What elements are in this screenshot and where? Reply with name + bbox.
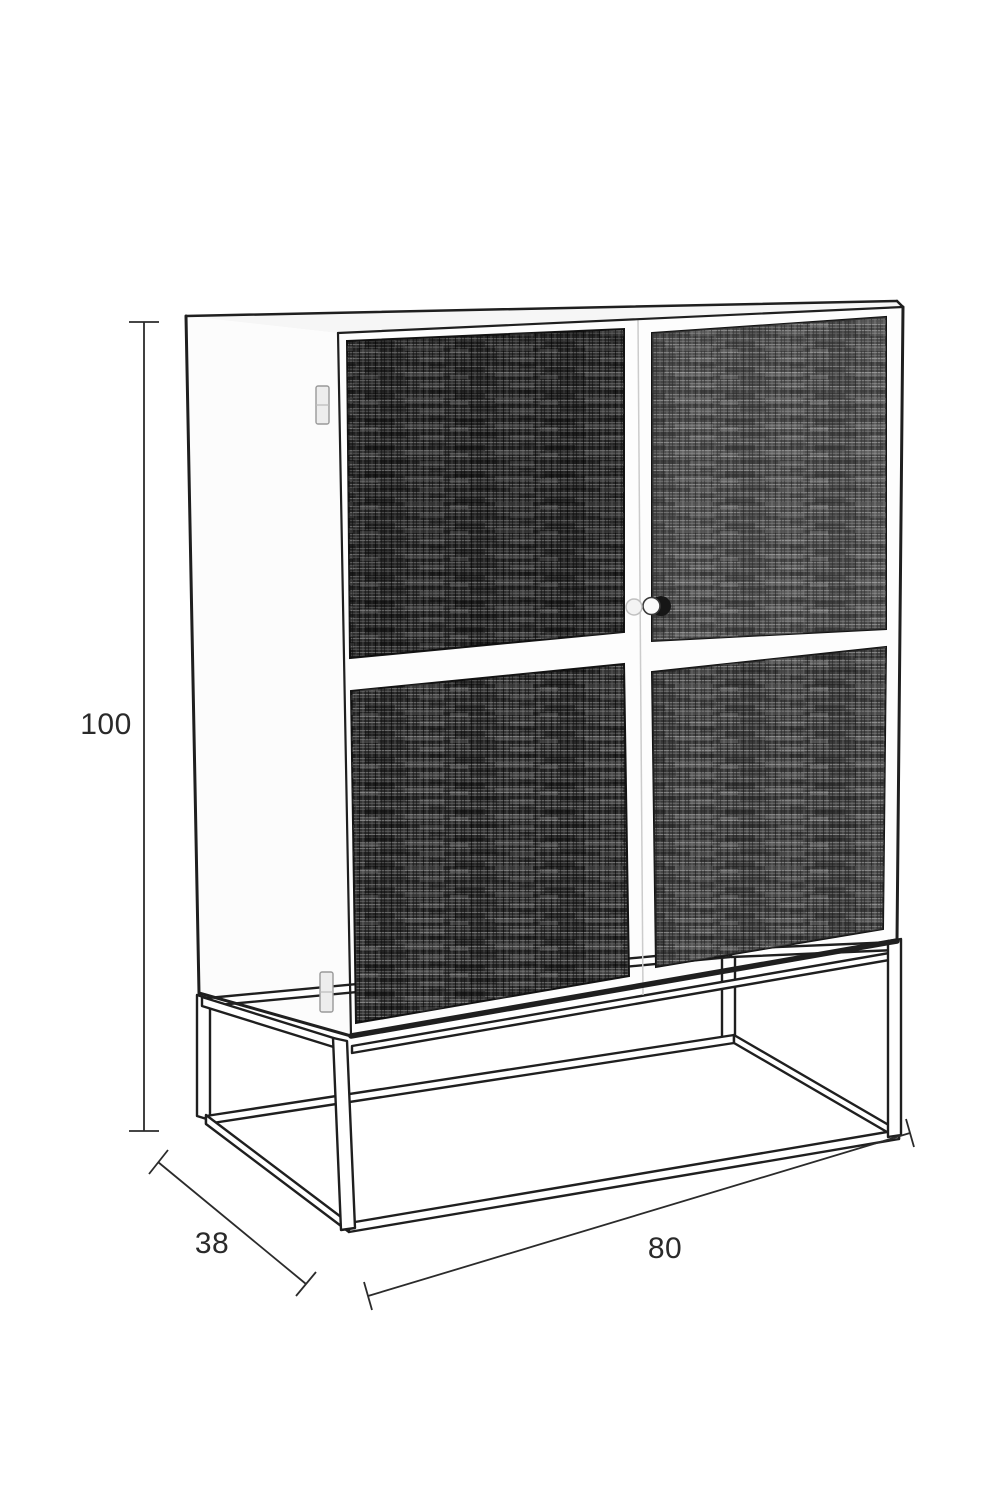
- height-dimension-label: 100: [80, 708, 132, 741]
- edge-bottom-front: [348, 938, 900, 1039]
- base-leg-back-right: [720, 944, 737, 1043]
- width-dimension-label: 80: [648, 1232, 682, 1265]
- cabinet-top-face: [186, 301, 903, 333]
- panel-shade: [652, 647, 886, 967]
- base-leg-front-left: [331, 1036, 357, 1232]
- base-leg-back-left: [195, 993, 212, 1122]
- edge-right: [895, 305, 905, 943]
- width-tick-left: [363, 1281, 373, 1311]
- depth-dimension: 38: [148, 1149, 317, 1297]
- base-rail-bottom-left: [204, 1113, 351, 1234]
- depth-tick-bottom: [295, 1271, 317, 1297]
- door-knob-right: [642, 596, 661, 616]
- cabinet-edges: [184, 299, 905, 1039]
- width-dimension: 80: [363, 1118, 915, 1311]
- edge-top-back: [184, 299, 899, 318]
- edge-bottom-side: [197, 991, 353, 1038]
- width-tick-right: [905, 1118, 915, 1148]
- woven-texture-overlay: [652, 317, 886, 641]
- edge-front-left: [336, 331, 353, 1038]
- depth-dimension-label: 38: [195, 1227, 229, 1260]
- panel-shade: [347, 329, 624, 658]
- base-rail-bottom-back: [204, 1033, 736, 1126]
- panel-shade: [351, 664, 629, 1023]
- cabinet-side-panel: [186, 316, 351, 1036]
- woven-texture-overlay: [351, 664, 629, 1023]
- panel-shade: [652, 317, 886, 641]
- height-dimension: 100: [80, 321, 159, 1132]
- woven-texture-overlay: [652, 647, 886, 967]
- base-rail-bottom-front: [347, 1128, 901, 1234]
- edge-left: [184, 314, 201, 995]
- depth-tick-top: [148, 1149, 169, 1175]
- door-seam: [637, 319, 644, 996]
- base-leg-front-right: [886, 937, 903, 1139]
- edge-top-front: [336, 305, 905, 335]
- width-dimension-line: [367, 1132, 911, 1297]
- woven-texture-overlay: [347, 329, 624, 658]
- cabinet-drawing: [184, 299, 905, 1234]
- base-rail-bottom-right: [732, 1033, 901, 1141]
- door-knob-left: [625, 598, 643, 616]
- depth-dimension-line: [157, 1161, 307, 1285]
- door-hinges: [315, 385, 334, 1013]
- cabinet-doors: [345, 315, 888, 1025]
